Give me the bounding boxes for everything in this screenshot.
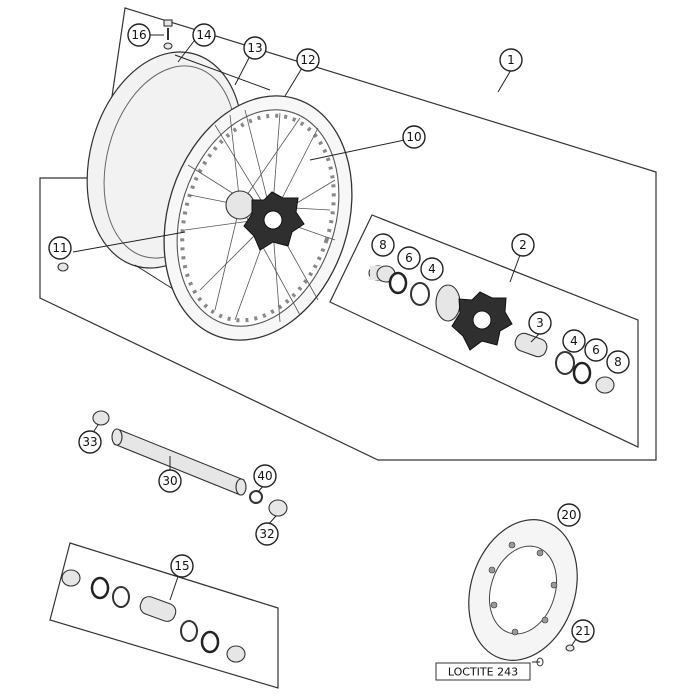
callout-8-right: 8 (606, 350, 630, 374)
callout-1: 1 (499, 48, 523, 72)
loctite-label: LOCTITE 243 (448, 666, 518, 679)
callout-13: 13 (243, 36, 267, 60)
balance-weights (163, 19, 173, 50)
callout-32: 32 (255, 522, 279, 546)
axle-nut-left (92, 410, 110, 426)
callout-4-right: 4 (562, 329, 586, 353)
callout-33: 33 (78, 430, 102, 454)
valve (57, 262, 69, 272)
bearing-left (410, 282, 430, 306)
callout-12: 12 (296, 48, 320, 72)
svg-text:16: 16 (131, 28, 146, 42)
bearing-kit-parts (61, 569, 246, 663)
callout-30: 30 (158, 469, 182, 493)
svg-text:8: 8 (614, 355, 622, 369)
svg-text:1: 1 (507, 53, 515, 67)
axle-nut-right (268, 499, 288, 517)
svg-text:15: 15 (174, 559, 189, 573)
loctite-note: LOCTITE 243 (435, 662, 531, 681)
hub-flange-left (435, 284, 461, 322)
svg-text:14: 14 (196, 28, 211, 42)
callout-21: 21 (571, 619, 595, 643)
bearing-kit-frame (49, 542, 279, 689)
seal-right (572, 361, 592, 385)
callout-16: 16 (127, 23, 151, 47)
svg-text:12: 12 (300, 53, 315, 67)
tire-band-top (174, 54, 271, 91)
hub-parts (368, 265, 615, 394)
svg-text:30: 30 (162, 474, 177, 488)
callout-8-left: 8 (371, 233, 395, 257)
callout-11: 11 (48, 236, 72, 260)
spacer-tube (514, 332, 548, 358)
callout-6-right: 6 (584, 338, 608, 362)
callout-6-left: 6 (397, 246, 421, 270)
svg-text:2: 2 (519, 238, 527, 252)
svg-text:11: 11 (52, 241, 67, 255)
washer (249, 490, 263, 504)
hub-bore (472, 310, 492, 330)
callout-15: 15 (170, 554, 194, 578)
hub-center (263, 210, 283, 230)
hub-assembly-frame (329, 214, 639, 448)
seal-left (388, 271, 408, 295)
callout-3: 3 (528, 311, 552, 335)
axle-parts (92, 410, 288, 517)
svg-text:6: 6 (405, 251, 413, 265)
svg-text:4: 4 (570, 334, 578, 348)
svg-text:6: 6 (592, 343, 600, 357)
svg-text:8: 8 (379, 238, 387, 252)
callout-10: 10 (402, 125, 426, 149)
disc-screw (565, 644, 575, 652)
callout-40: 40 (253, 464, 277, 488)
svg-text:40: 40 (257, 469, 272, 483)
spacer-right (595, 376, 615, 394)
svg-text:4: 4 (428, 262, 436, 276)
callout-14: 14 (192, 23, 216, 47)
callout-2: 2 (511, 233, 535, 257)
disc-inner (489, 545, 557, 635)
svg-text:3: 3 (536, 316, 544, 330)
bearing-right (555, 351, 575, 375)
callout-20: 20 (557, 503, 581, 527)
svg-text:13: 13 (247, 41, 262, 55)
svg-text:32: 32 (259, 527, 274, 541)
svg-text:33: 33 (82, 435, 97, 449)
brake-disc (468, 519, 578, 667)
svg-text:20: 20 (561, 508, 576, 522)
callout-4-left: 4 (420, 257, 444, 281)
rear-hub-flange (225, 190, 255, 220)
svg-text:10: 10 (406, 130, 421, 144)
nipple-ring (180, 113, 336, 323)
svg-text:21: 21 (575, 624, 590, 638)
wheel (86, 51, 353, 341)
